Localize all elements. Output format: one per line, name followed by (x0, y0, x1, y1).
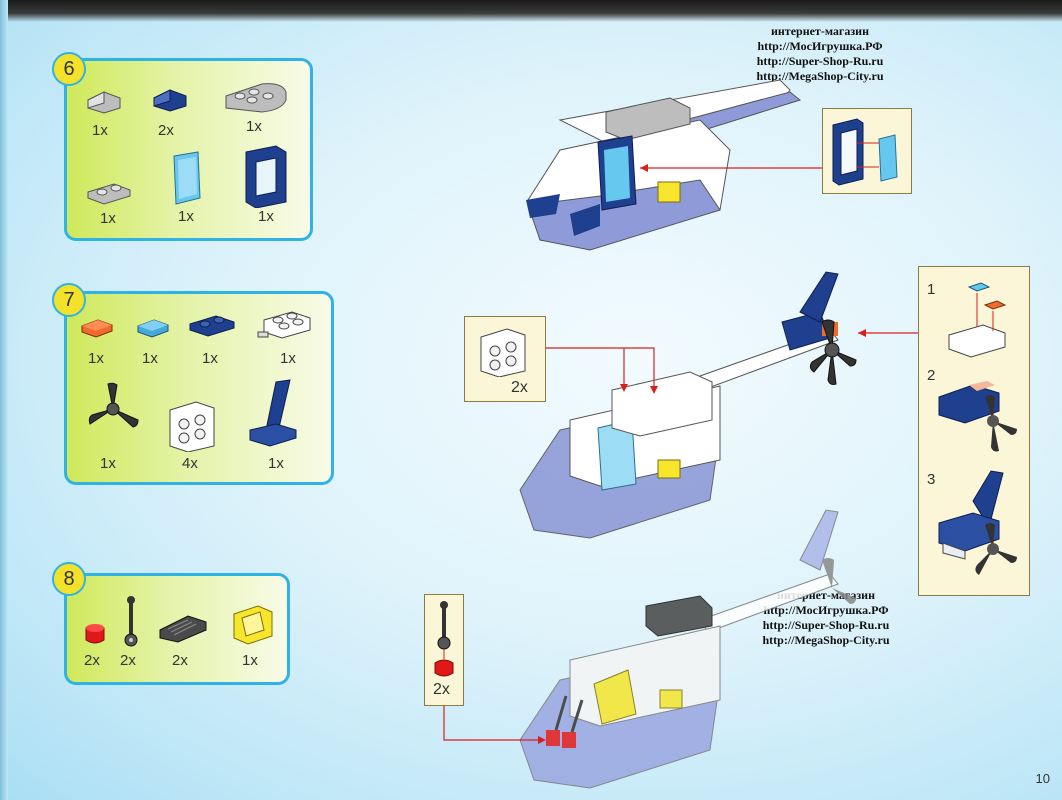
blue-tail-fin-icon (249, 379, 297, 447)
tail-sub-assembly-3-icon (938, 470, 1017, 575)
helicopter-step-7 (519, 271, 918, 539)
dark-gray-grille-slope-icon (159, 615, 207, 643)
step-7-qty-1: 1x (88, 350, 104, 367)
black-propeller-icon (88, 382, 139, 428)
tail-sub-assembly-1-icon (948, 282, 1007, 358)
white-plate-with-pin-icon (257, 311, 311, 339)
step-6-badge: 6 (52, 52, 86, 86)
tail-sequence-step-3: 3 (927, 471, 936, 488)
page-number: 10 (1035, 771, 1050, 786)
step-7-badge: 7 (52, 283, 86, 317)
step-8-qty-1: 2x (84, 652, 100, 669)
callout-window-assembly (822, 108, 912, 194)
tail-sub-assembly-2-icon (938, 381, 1017, 452)
step-7-qty-7: 1x (268, 455, 284, 472)
step-8-qty-4: 1x (242, 652, 258, 669)
step-7-qty-4: 1x (280, 350, 296, 367)
tail-sequence-step-2: 2 (927, 367, 936, 384)
helicopter-step-6 (526, 79, 822, 251)
lever-with-red-stud-icon (434, 601, 454, 677)
light-blue-window-glass-icon (173, 151, 201, 205)
gray-round-plate-icon (225, 83, 287, 113)
step-7-qty-6: 4x (182, 455, 198, 472)
step-6-qty-3: 1x (246, 118, 262, 135)
callout-bracket-qty: 2x (511, 379, 528, 396)
step-7-qty-2: 1x (142, 350, 158, 367)
step-6-qty-5: 1x (178, 208, 194, 225)
shop-watermark-top: интернет-магазин http://МосИгрушка.РФ ht… (756, 24, 884, 83)
black-lever-icon (124, 596, 138, 647)
gray-plate-1x2-icon (87, 183, 131, 205)
light-blue-tile-icon (137, 319, 169, 338)
scan-left-edge (0, 0, 8, 800)
tail-sequence-step-1: 1 (927, 281, 936, 298)
step-8-qty-2: 2x (120, 652, 136, 669)
white-bracket-brick-callout-icon (480, 328, 526, 377)
callout-tail-sequence: 1 2 3 (918, 266, 1030, 596)
helicopter-step-8 (519, 509, 856, 789)
step-6-qty-2: 2x (158, 122, 174, 139)
step-6-qty-6: 1x (258, 208, 274, 225)
orange-tile-icon (81, 319, 113, 338)
step-7-qty-5: 1x (100, 455, 116, 472)
callout-lever-stud: 2x (424, 594, 464, 706)
step-8-qty-3: 2x (172, 652, 188, 669)
gray-slope-brick-icon (87, 91, 121, 114)
step-8-badge: 8 (52, 562, 86, 596)
step-6-qty-4: 1x (100, 210, 116, 227)
callout-bracket-parts: 2x (464, 316, 546, 402)
step-6-qty-1: 1x (92, 122, 108, 139)
yellow-seat-icon (233, 605, 273, 645)
blue-slope-brick-icon (153, 89, 187, 112)
callout-lever-stud-qty: 2x (433, 681, 450, 698)
window-frame-with-glass-icon (832, 118, 898, 186)
scan-top-edge (0, 0, 1062, 22)
white-bracket-brick-icon (169, 401, 215, 452)
red-round-stud-icon (85, 624, 105, 644)
step-7-qty-3: 1x (202, 350, 218, 367)
blue-window-frame-icon (245, 145, 287, 208)
blue-plate-1x2-icon (189, 315, 235, 337)
